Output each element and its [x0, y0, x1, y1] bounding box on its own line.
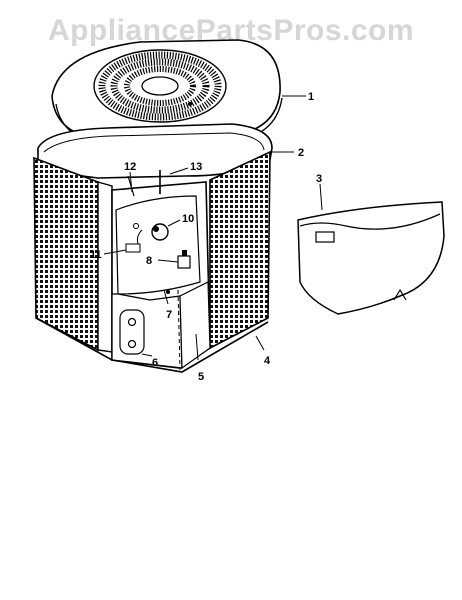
service-valve-plate: [119, 309, 145, 355]
callout-7: 7: [166, 309, 172, 321]
callout-12: 12: [124, 161, 136, 173]
callout-11: 11: [90, 249, 102, 261]
base-pan: [35, 317, 269, 373]
callout-3: 3: [316, 173, 322, 185]
capacitor-icon: [151, 223, 169, 241]
callout-4: 4: [264, 355, 271, 367]
callout-2: 2: [298, 147, 304, 159]
side-panel: [297, 201, 445, 315]
callout-1: 1: [308, 91, 314, 103]
control-box: [111, 170, 211, 371]
left-coil-guard: [33, 156, 113, 353]
contactor-icon: [177, 255, 191, 269]
callout-6: 6: [152, 357, 158, 369]
panel-handle-slot: [315, 231, 335, 243]
top-grille-assembly: [51, 39, 283, 147]
leader-lines: [103, 95, 323, 361]
callout-13: 13: [190, 161, 202, 173]
callout-8: 8: [146, 255, 152, 267]
fan-grille: [93, 49, 227, 123]
callout-10: 10: [182, 213, 194, 225]
relay-icon: [125, 243, 141, 253]
right-coil-guard: [209, 150, 271, 350]
service-valve-icon: [127, 339, 137, 349]
callout-5: 5: [198, 371, 204, 383]
service-valve-icon: [127, 317, 137, 327]
